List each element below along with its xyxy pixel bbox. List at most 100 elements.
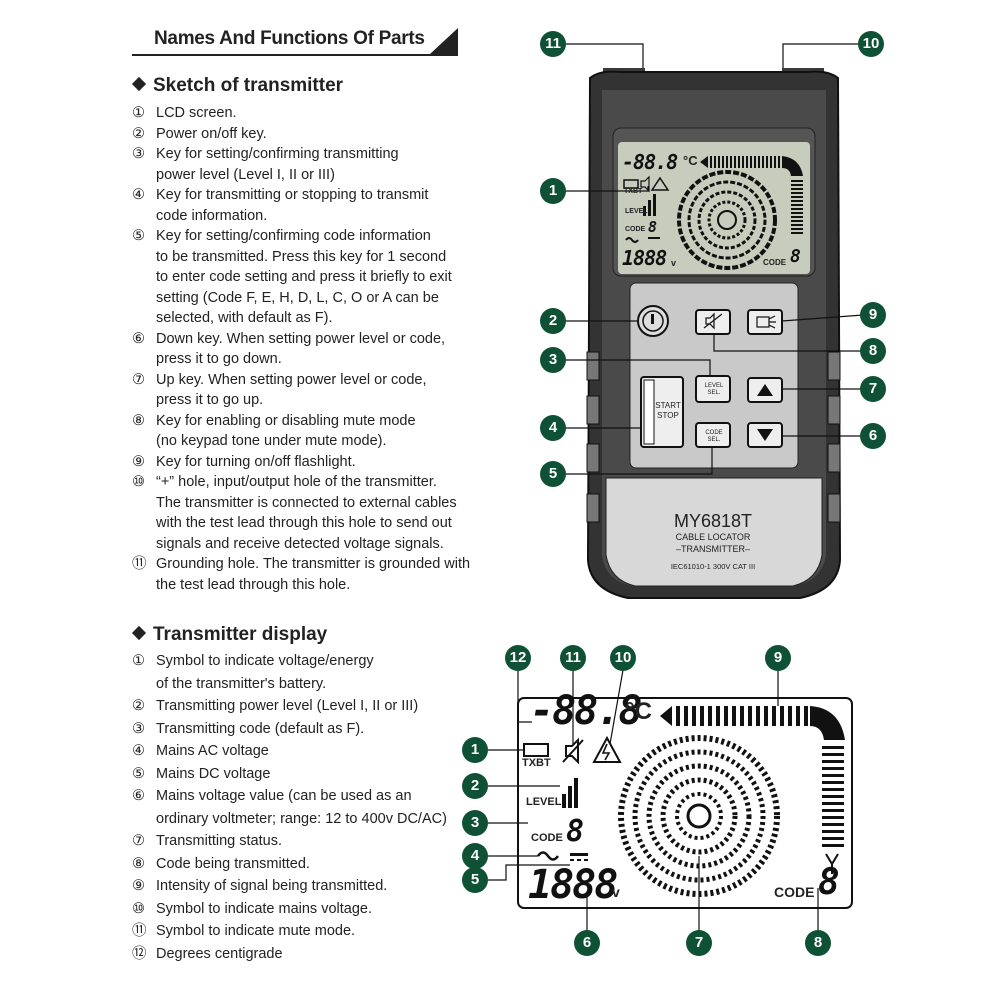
display-title-text: Transmitter display: [153, 624, 328, 645]
lcd-large-volt: 1888: [528, 862, 618, 908]
item-text-line: Transmitting power level (Level I, II or…: [156, 698, 419, 714]
code-sel-label: CODE SEL.: [705, 430, 723, 443]
item-number: ⑥: [132, 330, 145, 347]
item-number: ②: [132, 698, 145, 714]
lcd-small-code-label-2: CODE: [763, 258, 787, 267]
item-text-line: Key for setting/confirming code informat…: [156, 228, 431, 244]
item-number: ④: [132, 743, 145, 759]
lcd-large-temp-unit: °C: [625, 698, 652, 725]
item-text-line: Key for setting/confirming transmitting: [156, 146, 399, 162]
item-number: ⑨: [132, 878, 145, 894]
model-name: MY6818T: [673, 511, 753, 531]
lcd-large-code-label-2: CODE: [774, 884, 815, 900]
lcd-callout-badge-7: 7: [686, 930, 712, 956]
item-text-line: power level (Level I, II or III): [156, 166, 335, 183]
item-number: ⑫: [132, 945, 147, 962]
item-number: ⑧: [132, 412, 145, 429]
lcd-small-code-label: CODE: [625, 226, 646, 233]
lcd-small-code-digit: 8: [648, 218, 658, 236]
mute-button: [695, 309, 731, 335]
sketch-item: ⑪ Grounding hole. The transmitter is grou…: [132, 554, 492, 595]
device-rating: IEC61010-1 300V CAT III: [670, 562, 756, 571]
callout-badge-9: 9: [860, 302, 886, 328]
item-number: ⑪: [132, 923, 147, 939]
item-text-line: Up key. When setting power level or code…: [156, 371, 427, 388]
device-subtitle-2: –TRANSMITTER–: [675, 544, 750, 554]
item-number: ②: [132, 125, 145, 142]
item-text-line: Mains voltage value (can be used as an: [156, 788, 412, 804]
item-text-line: to be transmitted. Press this key for 1 …: [156, 248, 447, 265]
label-panel: [605, 477, 823, 587]
item-number: ⑨: [132, 453, 145, 470]
display-item: ② Transmitting power level (Level I, II o…: [132, 695, 492, 718]
callout-badge-2: 2: [540, 308, 566, 334]
lcd-small-volt: 1888: [622, 246, 667, 270]
lcd-callout-badge-5: 5: [462, 867, 488, 893]
lcd-small-temp: -88.8: [622, 150, 678, 174]
lcd-large-txbt: TXBT: [522, 757, 551, 769]
lcd-large-level: LEVEL: [526, 796, 562, 808]
sketch-item: ① LCD screen.: [132, 103, 492, 124]
display-item: ⑥ Mains voltage value (can be used as an o…: [132, 785, 492, 830]
sketch-section-title: Sketch of transmitter: [131, 75, 344, 97]
item-number: ⑥: [132, 788, 145, 804]
lcd-small-code-digit-2: 8: [790, 246, 801, 267]
lcd-callout-badge-2: 2: [462, 773, 488, 799]
lcd-screen: [618, 142, 810, 274]
item-text-line: “+” hole, input/output hole of the trans…: [156, 474, 437, 490]
sketch-title-text: Sketch of transmitter: [153, 75, 344, 96]
item-text-line: Symbol to indicate voltage/energy: [156, 653, 374, 669]
item-text-line: Code being transmitted.: [156, 855, 310, 872]
item-text-line: selected, with default as F).: [156, 310, 333, 326]
item-number: ⑧: [132, 855, 145, 872]
item-text-line: Intensity of signal being transmitted.: [156, 878, 388, 894]
item-text-line: ordinary voltmeter; range: 12 to 400v DC…: [156, 810, 447, 827]
level-sel-label: LEVEL SEL.: [704, 383, 724, 396]
callout-badge-1: 1: [540, 178, 566, 204]
item-text-line: to enter code setting and press it brief…: [156, 269, 452, 285]
lcd-callout-badge-8: 8: [805, 930, 831, 956]
callout-badge-6: 6: [860, 423, 886, 449]
sketch-item: ⑨ Key for turning on/off flashlight.: [132, 452, 492, 473]
item-text-line: Symbol to indicate mute mode.: [156, 923, 356, 939]
lcd-callout-badge-10: 10: [610, 645, 636, 671]
display-section-title: Transmitter display: [131, 624, 328, 646]
flashlight-button: [747, 309, 783, 335]
item-text-line: Grounding hole. The transmitter is groun…: [156, 556, 471, 572]
callout-badge-4: 4: [540, 415, 566, 441]
item-text-line: The transmitter is connected to external…: [156, 494, 457, 511]
lcd-small-temp-unit: °C: [683, 153, 698, 168]
lcd-small-level: LEVEL: [625, 208, 648, 215]
item-text-line: Key for turning on/off flashlight.: [156, 453, 356, 470]
lcd-detail-frame: [517, 697, 853, 909]
item-text-line: signals and receive detected voltage sig…: [156, 535, 444, 552]
item-text-line: press it to go down.: [156, 351, 282, 367]
section-header: Names And Functions Of Parts: [132, 24, 458, 58]
item-number: ①: [132, 105, 145, 121]
level-sel-button: [695, 375, 731, 403]
lcd-large-code-label: CODE: [531, 832, 563, 844]
transmitter-device-drawing: [565, 43, 864, 599]
lcd-callout-badge-4: 4: [462, 843, 488, 869]
item-text-line: Transmitting status.: [156, 833, 282, 849]
item-number: ⑪: [132, 556, 147, 572]
item-text-line: LCD screen.: [156, 105, 237, 121]
callout-badge-7: 7: [860, 376, 886, 402]
display-item: ⑧ Code being transmitted.: [132, 853, 492, 876]
item-text-line: with the test lead through this hole to …: [156, 515, 452, 531]
lcd-callout-badge-1: 1: [462, 737, 488, 763]
item-text-line: Transmitting code (default as F).: [156, 720, 365, 737]
item-text-line: Symbol to indicate mains voltage.: [156, 900, 372, 917]
lcd-large-code-digit-2: 8: [818, 862, 840, 903]
code-sel-button: [695, 422, 731, 448]
